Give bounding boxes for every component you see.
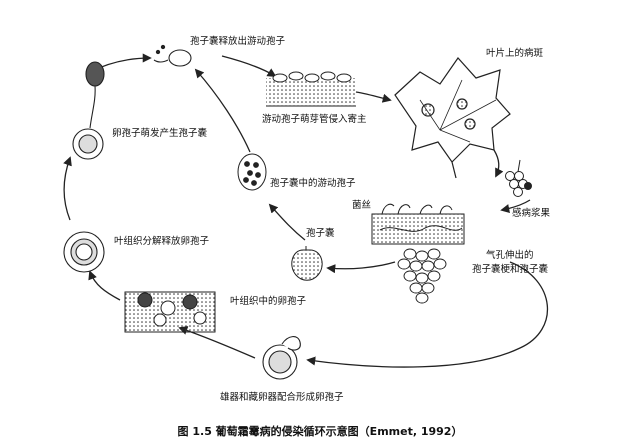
arrow-sporangium-to-zoospore bbox=[268, 203, 306, 241]
label-oospore-germinate: 卵孢子萌发产生孢子囊 bbox=[112, 127, 208, 139]
label-sporangium-release: 孢子囊释放出游动孢子 bbox=[190, 35, 286, 47]
label-zoospore-in-sporangium: 孢子囊中的游动孢子 bbox=[270, 177, 356, 189]
label-sporangium: 孢子囊 bbox=[306, 227, 335, 239]
grape-leaf-illustration bbox=[394, 57, 511, 179]
diagram-labels: 孢子囊释放出游动孢子 叶片上的病斑 游动孢子萌芽管侵入寄主 卵孢子萌发产生孢子囊… bbox=[112, 35, 551, 403]
label-stomata-line2: 孢子囊梗和孢子囊 bbox=[472, 263, 549, 275]
arrow-release-to-germ bbox=[221, 55, 277, 77]
arrow-big-loop bbox=[306, 261, 548, 368]
oospore-germinating-illustration bbox=[72, 61, 105, 160]
label-mycelium: 菌丝 bbox=[352, 199, 371, 211]
label-stomata-line1: 气孔伸出的 bbox=[486, 249, 534, 261]
arrow-germ-to-leaf bbox=[355, 91, 392, 103]
arrow-decompose-to-oospore bbox=[63, 156, 72, 221]
oospore-leaf-tissue-illustration bbox=[124, 291, 216, 333]
label-fusion: 雄器和藏卵器配合形成卵孢子 bbox=[220, 391, 344, 403]
zoospore-in-sporangium-illustration bbox=[237, 153, 267, 191]
label-oospore-in-leaf: 叶组织中的卵孢子 bbox=[230, 295, 307, 307]
arrow-stomata-to-sporangium bbox=[326, 261, 396, 274]
arrow-leaf-to-fruit bbox=[493, 149, 504, 178]
label-zoospore-germ: 游动孢子萌芽管侵入寄主 bbox=[262, 113, 367, 125]
mycelium-illustration bbox=[371, 203, 465, 245]
leaf-decompose-illustration bbox=[63, 231, 105, 273]
figure-caption: 图 1.5 葡萄霜霉病的侵染循环示意图（Emmet, 1992） bbox=[177, 425, 463, 438]
sporangium-release-illustration bbox=[153, 44, 192, 67]
label-leaf-lesion: 叶片上的病斑 bbox=[486, 47, 544, 59]
grape-cluster-illustration bbox=[397, 248, 447, 304]
infected-berries-illustration bbox=[505, 159, 532, 197]
label-leaf-decompose: 叶组织分解释放卵孢子 bbox=[114, 235, 210, 247]
arrow-zoospore-to-release bbox=[194, 68, 251, 153]
label-infected-fruit: 感病浆果 bbox=[512, 207, 551, 219]
arrow-leaftissue-to-decompose bbox=[88, 270, 121, 301]
sporangium-illustration bbox=[291, 246, 323, 281]
arrow-fruit-to-stomata bbox=[500, 199, 531, 214]
zoospore-germ-illustration bbox=[266, 71, 356, 107]
fusion-illustration bbox=[262, 336, 301, 380]
